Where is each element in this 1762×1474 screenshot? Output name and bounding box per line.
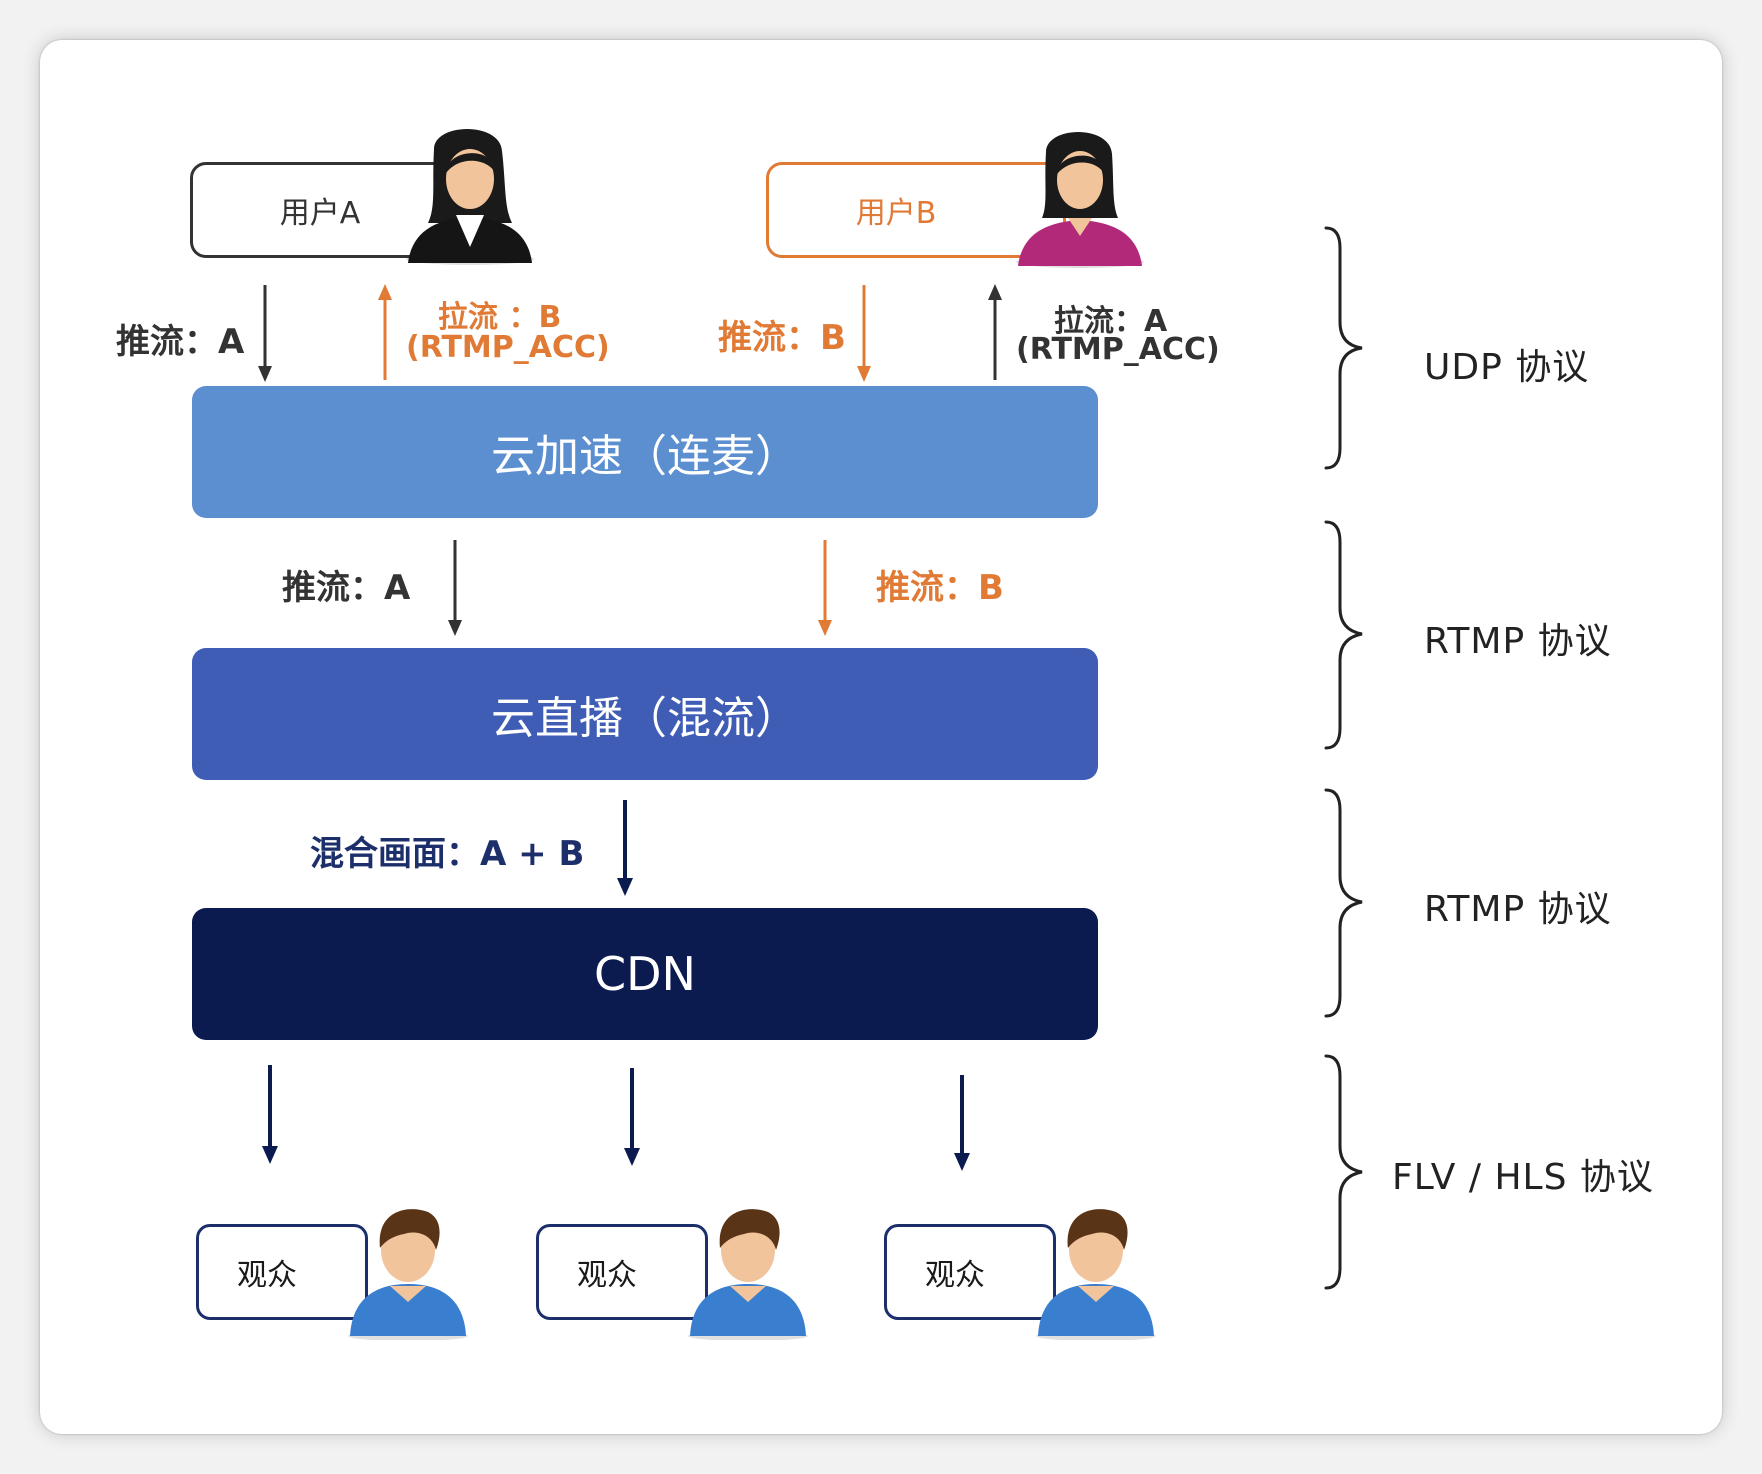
brace-rtmp-2 (1324, 788, 1363, 1018)
male-viewer-icon (1036, 1209, 1156, 1340)
arrow-a-pull-up (378, 284, 392, 380)
protocol-udp: UDP 协议 (1424, 347, 1590, 388)
cloud-live-label: 云直播（混流） (491, 693, 799, 744)
user-b-box: 用户B (766, 162, 1066, 258)
viewer-box-1: 观众 (196, 1224, 368, 1320)
label-b-pull-line1: 拉流：A (1054, 304, 1168, 339)
viewer-box-2: 观众 (536, 1224, 708, 1320)
female-user-black-suit-icon (406, 129, 534, 265)
protocol-rtmp-1: RTMP 协议 (1424, 621, 1612, 662)
cloud-acceleration-bar: 云加速（连麦） (192, 386, 1098, 518)
label-mid-b-push: 推流：B (876, 568, 1004, 608)
arrow-a-push-down (258, 285, 272, 382)
viewer-label-2: 观众 (577, 1258, 637, 1293)
label-b-pull-line2: (RTMP_ACC) (1016, 332, 1220, 367)
viewer-label-3: 观众 (925, 1258, 985, 1293)
label-a-push: 推流：A (116, 322, 245, 362)
cdn-bar: CDN (192, 908, 1098, 1040)
user-b-label: 用户B (855, 196, 937, 231)
brace-rtmp-1 (1324, 520, 1363, 750)
cloud-acceleration-label: 云加速（连麦） (491, 431, 799, 482)
brace-flv-hls (1324, 1054, 1363, 1290)
arrow-mid-a-down (448, 540, 462, 636)
arrow-viewer-1 (262, 1065, 278, 1164)
male-viewer-icon (688, 1209, 808, 1340)
protocol-rtmp-2: RTMP 协议 (1424, 889, 1612, 930)
arrow-mid-b-down (818, 540, 832, 636)
male-viewer-icon (348, 1209, 468, 1340)
arrow-mix-down (617, 800, 633, 896)
label-a-pull-line2: (RTMP_ACC) (406, 330, 610, 365)
label-a-pull-line1: 拉流 ：B (438, 300, 562, 335)
arrow-viewer-2 (624, 1068, 640, 1166)
arrow-b-push-down (857, 285, 871, 382)
arrow-viewer-3 (954, 1075, 970, 1171)
cloud-live-bar: 云直播（混流） (192, 648, 1098, 780)
female-user-magenta-icon (1016, 132, 1144, 268)
cdn-label: CDN (594, 947, 696, 1001)
protocol-flv-hls: FLV / HLS 协议 (1392, 1157, 1654, 1198)
arrow-b-pull-up (988, 284, 1002, 380)
viewer-box-3: 观众 (884, 1224, 1056, 1320)
user-a-label: 用户A (279, 196, 361, 231)
viewer-label-1: 观众 (237, 1258, 297, 1293)
label-mid-a-push: 推流：A (282, 568, 411, 608)
label-b-push: 推流：B (718, 318, 846, 358)
label-mix: 混合画面：A + B (310, 834, 585, 874)
brace-udp (1324, 226, 1363, 470)
